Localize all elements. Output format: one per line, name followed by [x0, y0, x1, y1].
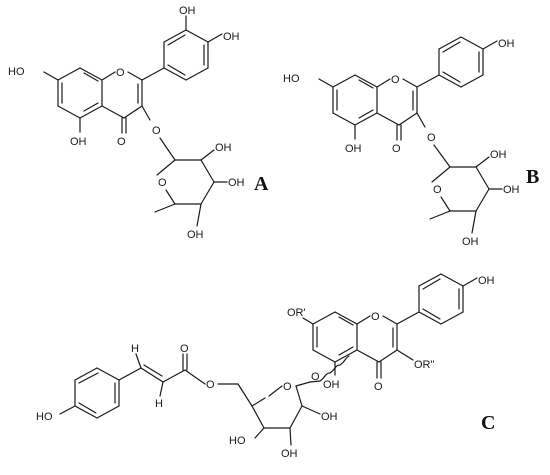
panel-label-b: B: [526, 166, 539, 188]
structure-c-glucose-oh-3: OH: [281, 448, 298, 460]
structure-c: OR' O O OH OR" OH O O OH OH HO O O H H H…: [36, 273, 495, 460]
structure-a-b-ring: [141, 15, 223, 81]
structure-b-ring-oxygen: O: [391, 74, 400, 86]
structure-c-glucose-ho-4: HO: [229, 435, 246, 447]
structure-b-oh-5: OH: [345, 143, 362, 155]
panel-label-c: C: [481, 412, 495, 434]
structure-a-c-ring: [101, 71, 143, 134]
structure-a-sugar-ring-oxygen: O: [158, 177, 167, 189]
structure-b-glycosidic-oxygen: O: [427, 132, 436, 144]
structure-c-ester-oxygen: O: [206, 379, 215, 391]
structure-c-ester-carbonyl-oxygen: O: [180, 343, 189, 355]
structure-c-glycosidic-oxygen: O: [311, 371, 320, 383]
structure-a-carbonyl-oxygen: O: [117, 136, 126, 148]
structure-b-c-ring: [376, 78, 418, 141]
structure-c-coumaroyl: [59, 353, 206, 419]
structure-c-oh-5: OH: [323, 379, 340, 391]
structure-a-sugar-oh-1: OH: [215, 142, 232, 154]
structure-c-glucose-ring-oxygen: O: [283, 381, 292, 393]
structure-b-sugar-oh-1: OH: [490, 149, 507, 161]
structure-b-oh-4prime: OH: [498, 38, 515, 50]
structure-b-sugar-oh-2: OH: [503, 184, 520, 196]
structure-a-sugar: [154, 137, 228, 227]
structure-c-b-ring: [396, 273, 478, 325]
structure-b-sugar-ring-oxygen: O: [433, 184, 442, 196]
structure-b: HO O O OH OH O O OH OH OH B: [283, 36, 539, 248]
structure-a-ring-oxygen: O: [116, 67, 125, 79]
structure-c-ring-oxygen: O: [371, 311, 380, 323]
structure-a: HO O O OH OH OH O O OH OH OH A: [8, 5, 269, 241]
structure-c-a-ring: [312, 311, 358, 363]
structure-c-carbonyl-oxygen: O: [374, 381, 383, 393]
structure-a-glycosidic-oxygen: O: [152, 125, 161, 137]
structure-c-vinyl-h-1: H: [131, 343, 139, 355]
structure-c-coumaroyl-ho: HO: [36, 411, 53, 423]
structure-c-or2: OR": [414, 359, 435, 371]
structure-b-sugar-oh-3: OH: [462, 236, 479, 248]
structure-a-sugar-oh-3: OH: [187, 229, 204, 241]
structure-a-oh-4prime: OH: [223, 31, 240, 43]
structure-c-glucose-oh-2: OH: [321, 411, 338, 423]
structure-b-b-ring: [416, 36, 498, 88]
structure-c-or1: OR': [287, 307, 306, 319]
structure-a-oh-3prime: OH: [179, 5, 196, 17]
structure-a-a-ring: [57, 67, 103, 119]
structure-b-a-ring: [332, 74, 378, 126]
structure-a-ho-7: HO: [8, 66, 25, 78]
structure-b-sugar: [429, 144, 503, 234]
structure-c-vinyl-h-2: H: [155, 398, 163, 410]
structure-b-ho-7: HO: [283, 73, 300, 85]
structure-c-c-ring: [356, 315, 398, 379]
panel-label-a: A: [254, 173, 269, 195]
structure-c-oh-4prime: OH: [478, 275, 495, 287]
structure-a-sugar-oh-2: OH: [228, 177, 245, 189]
structure-a-oh-5: OH: [70, 136, 87, 148]
structure-c-wavy-bond: [319, 355, 350, 382]
structure-b-carbonyl-oxygen: O: [392, 143, 401, 155]
structure-c-glucose: [217, 380, 321, 446]
